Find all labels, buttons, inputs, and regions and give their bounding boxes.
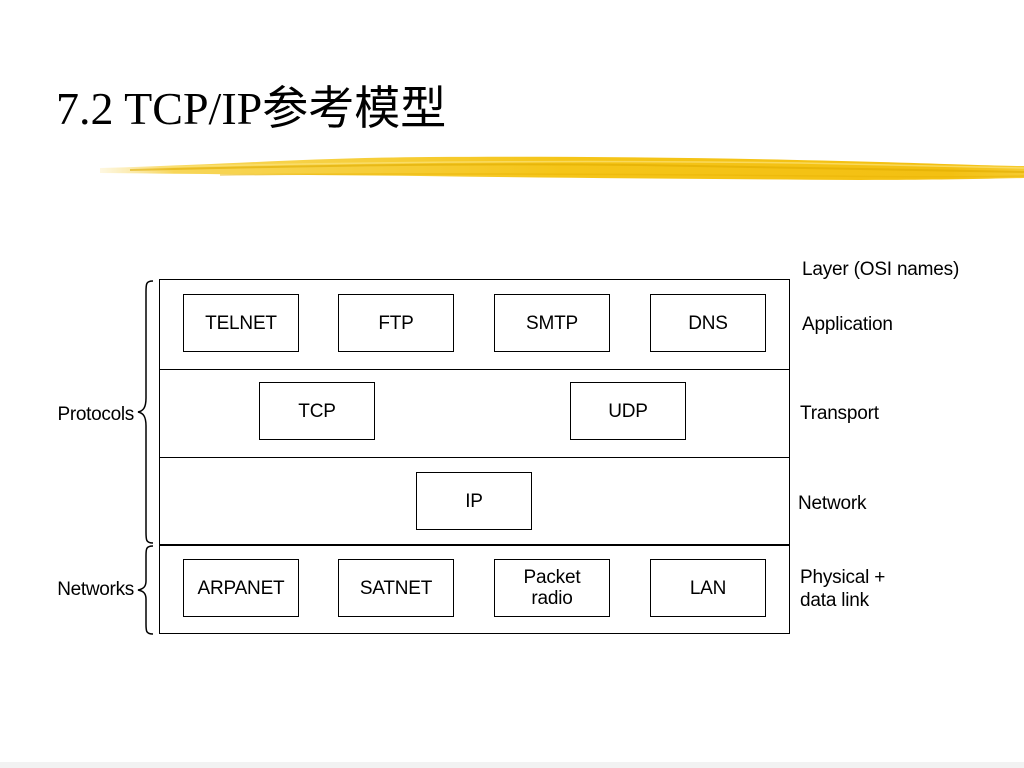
- slide-footer-strip: [0, 762, 1024, 768]
- protocol-label: TCP: [298, 400, 336, 422]
- layer-label-application: Application: [802, 314, 893, 335]
- layer-header-label: Layer (OSI names): [802, 259, 960, 280]
- network-box-arpanet: ARPANET: [183, 559, 299, 617]
- network-box-packet-radio: Packet radio: [494, 559, 610, 617]
- title-underline-stroke: [100, 156, 1024, 180]
- protocol-box-ip: IP: [416, 472, 532, 530]
- layer-label-physical-line2: data link: [800, 590, 869, 611]
- network-box-lan: LAN: [650, 559, 766, 617]
- protocol-label: SMTP: [526, 312, 578, 334]
- layer-row-transport: [159, 369, 790, 459]
- protocol-label: IP: [465, 490, 483, 512]
- protocol-label: DNS: [688, 312, 728, 334]
- protocol-box-telnet: TELNET: [183, 294, 299, 352]
- protocol-label: FTP: [378, 312, 414, 334]
- network-label: ARPANET: [197, 577, 285, 599]
- slide-title: 7.2 TCP/IP参考模型: [56, 83, 447, 134]
- network-label: LAN: [689, 577, 727, 599]
- protocol-box-ftp: FTP: [338, 294, 454, 352]
- layer-label-network: Network: [798, 493, 867, 514]
- protocol-label: TELNET: [205, 312, 277, 334]
- group-label-networks: Networks: [57, 579, 134, 600]
- network-box-satnet: SATNET: [338, 559, 454, 617]
- protocol-box-tcp: TCP: [259, 382, 375, 440]
- layer-label-physical-line1: Physical +: [800, 567, 886, 588]
- network-label-line1: Packet: [523, 567, 581, 588]
- protocol-box-dns: DNS: [650, 294, 766, 352]
- group-label-protocols: Protocols: [57, 404, 134, 425]
- networks-brace-icon: [137, 545, 154, 635]
- protocol-box-smtp: SMTP: [494, 294, 610, 352]
- protocols-brace-icon: [137, 280, 154, 544]
- protocol-box-udp: UDP: [570, 382, 686, 440]
- layer-label-transport: Transport: [800, 403, 879, 424]
- network-label-line2: radio: [531, 588, 573, 609]
- network-label: SATNET: [359, 577, 433, 599]
- protocol-label: UDP: [608, 400, 648, 422]
